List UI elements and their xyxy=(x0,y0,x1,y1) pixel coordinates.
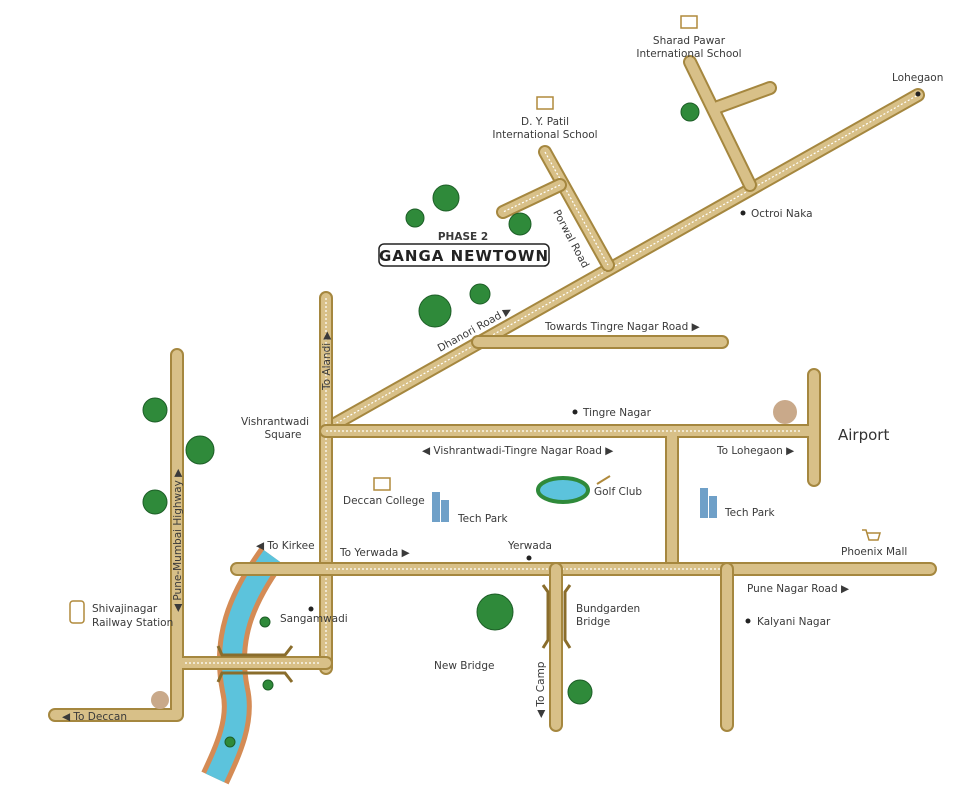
place-sangamwadi: Sangamwadi xyxy=(280,613,348,625)
place-golf-club: Golf Club xyxy=(594,486,642,498)
place-vishrantwadi: Vishrantwadi xyxy=(241,416,309,428)
place-tech-park: Tech Park xyxy=(457,513,508,525)
road-label-pune-mumbai: ◀ Pune-Mumbai Highway ▶ xyxy=(172,468,184,612)
place-bundgarden: Bundgarden xyxy=(576,603,640,615)
place-octroi-naka: Octroi Naka xyxy=(751,208,813,220)
road-sharad-pawar xyxy=(683,55,777,192)
road-label-to-yerwada: To Yerwada ▶ xyxy=(339,547,411,559)
project-name: GANGA NEWTOWN xyxy=(379,247,549,265)
road-label-pune-nagar: Pune Nagar Road ▶ xyxy=(747,583,850,595)
place-shivajinagar: Railway Station xyxy=(92,617,173,629)
train-icon xyxy=(69,600,85,624)
road-label-vishrantwadi-tingre: ◀ Vishrantwadi-Tingre Nagar Road ▶ xyxy=(422,445,614,457)
road-label-tingre-towards: Towards Tingre Nagar Road ▶ xyxy=(544,321,701,333)
place-shivajinagar: Shivajinagar xyxy=(92,603,158,615)
road-pune-mumbai xyxy=(48,348,333,722)
road-vishrantwadi-tingre xyxy=(319,368,821,572)
place-deccan-college: Deccan College xyxy=(343,495,425,507)
place-bundgarden: Bridge xyxy=(576,616,610,628)
location-dots xyxy=(308,91,921,624)
tech-park-icons xyxy=(432,488,717,522)
school-label: International School xyxy=(492,129,597,141)
school-label: Sharad Pawar xyxy=(653,35,726,47)
place-vishrantwadi: Square xyxy=(265,429,302,441)
road-dhanori xyxy=(326,88,925,432)
place-kalyani-nagar: Kalyani Nagar xyxy=(757,616,831,628)
place-lohegaon: Lohegaon xyxy=(892,72,943,84)
road-label-to-camp: ◀ To Camp xyxy=(535,661,547,718)
place-new-bridge: New Bridge xyxy=(434,660,494,672)
place-phoenix-mall: Phoenix Mall xyxy=(841,546,907,558)
road-label-alandi: To Alandi ▶ xyxy=(321,330,333,391)
school-label: International School xyxy=(636,48,741,60)
river xyxy=(201,547,285,785)
road-label-to-lohegaon: To Lohegaon ▶ xyxy=(716,445,795,457)
place-airport: Airport xyxy=(838,426,889,444)
road-label-to-deccan: ◀ To Deccan xyxy=(62,711,127,723)
bridges xyxy=(216,584,572,683)
place-tingre-nagar: Tingre Nagar xyxy=(582,407,652,419)
project-marker[interactable]: PHASE 2 GANGA NEWTOWN xyxy=(378,231,550,267)
school-label: D. Y. Patil xyxy=(521,116,569,128)
place-tech-park: Tech Park xyxy=(724,507,775,519)
roads xyxy=(48,55,937,732)
place-yerwada: Yerwada xyxy=(507,540,552,552)
project-phase: PHASE 2 xyxy=(438,231,488,243)
golf-icon xyxy=(596,475,611,485)
trees xyxy=(142,102,797,748)
school-icons xyxy=(373,15,698,491)
cart-icon xyxy=(862,529,881,541)
road-label-to-kirkee: ◀ To Kirkee xyxy=(256,540,315,552)
road-porwal xyxy=(496,145,615,272)
